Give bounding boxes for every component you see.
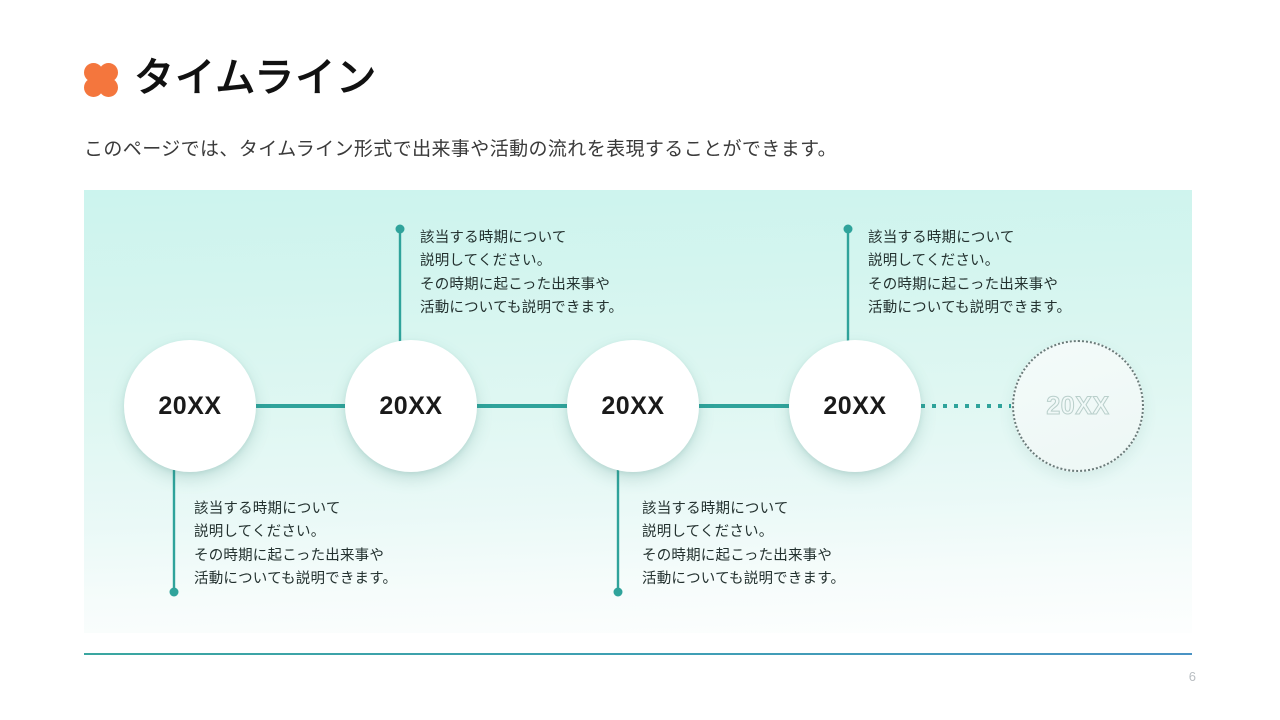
- slide-header: タイムライン: [84, 58, 377, 98]
- callout-node-3: 該当する時期について 説明してください。 その時期に起こった出来事や 活動につい…: [642, 501, 846, 588]
- page-subtitle: このページでは、タイムライン形式で出来事や活動の流れを表現することができます。: [84, 139, 837, 160]
- timeline-node-label: 20XX: [158, 391, 222, 420]
- callout-node-2: 該当する時期について 説明してください。 その時期に起こった出来事や 活動につい…: [420, 230, 624, 317]
- page-title: タイムライン: [134, 56, 378, 100]
- timeline-node-5-placeholder[interactable]: 20XX: [1012, 340, 1144, 472]
- callout-node-4: 該当する時期について 説明してください。 その時期に起こった出来事や 活動につい…: [868, 230, 1072, 317]
- timeline-node-label: 20XX: [1046, 391, 1110, 420]
- timeline-node-1[interactable]: 20XX: [124, 340, 256, 472]
- callout-node-1: 該当する時期について 説明してください。 その時期に起こった出来事や 活動につい…: [194, 501, 398, 588]
- timeline-node-2[interactable]: 20XX: [345, 340, 477, 472]
- page-number: 6: [1188, 669, 1196, 684]
- timeline-node-4[interactable]: 20XX: [789, 340, 921, 472]
- timeline-node-3[interactable]: 20XX: [567, 340, 699, 472]
- timeline-node-label: 20XX: [823, 391, 887, 420]
- timeline-node-label: 20XX: [379, 391, 443, 420]
- clover-icon: [84, 63, 118, 97]
- timeline-node-label: 20XX: [601, 391, 665, 420]
- footer-divider: [84, 653, 1192, 655]
